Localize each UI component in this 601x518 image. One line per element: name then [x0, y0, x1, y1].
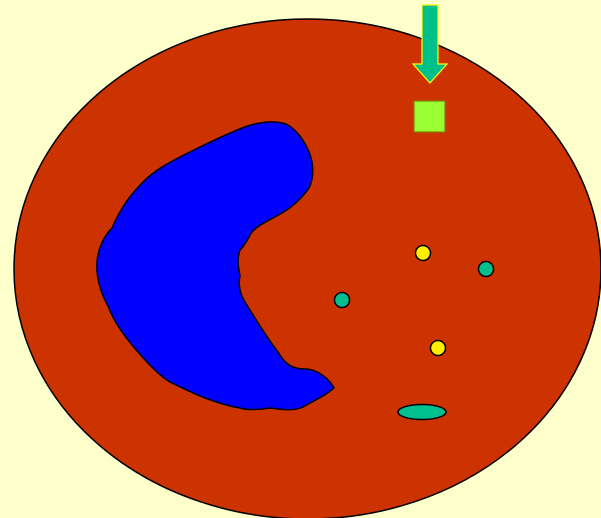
- yellow-dot-upper: [416, 246, 431, 261]
- target-square: [414, 101, 445, 132]
- teal-dot-right: [479, 262, 494, 277]
- oval-organelle: [398, 405, 446, 420]
- teal-dot-left: [335, 293, 350, 308]
- yellow-dot-lower: [431, 341, 446, 356]
